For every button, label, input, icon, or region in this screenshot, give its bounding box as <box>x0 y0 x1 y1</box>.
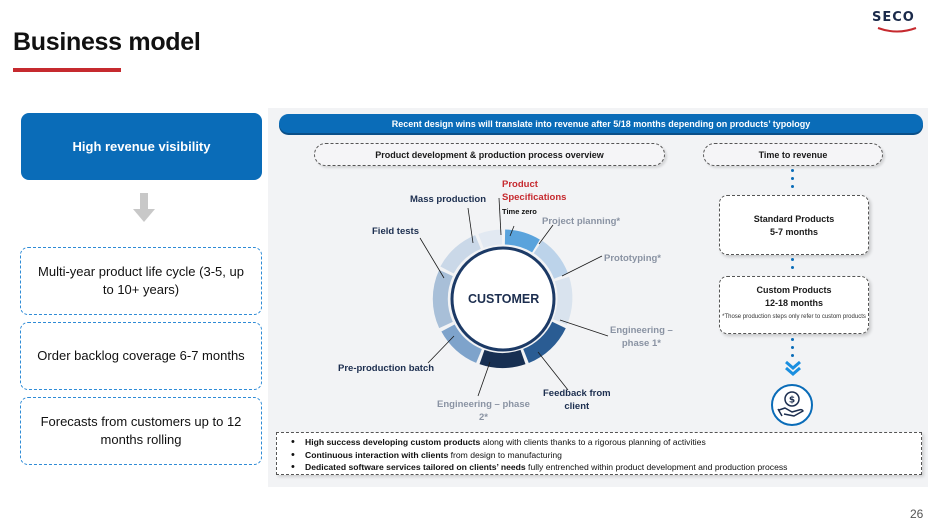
metric-box-forecasts: Forecasts from customers up to 12 months… <box>20 397 262 465</box>
dotted-connector <box>791 338 795 362</box>
step-pre-production-batch: Pre-production batch <box>338 363 435 374</box>
process-cycle-diagram: CUSTOMER Product Specifications Time zer… <box>268 168 718 428</box>
revenue-title: Time to revenue <box>758 149 828 160</box>
time-zero-label: Time zero <box>502 207 537 216</box>
highlight-label: High revenue visibility <box>72 139 211 154</box>
step-field-tests: Field tests <box>372 226 419 237</box>
metric-text: Forecasts from customers up to 12 months… <box>40 414 242 447</box>
page-title: Business model <box>13 28 201 56</box>
logo-swoosh-icon <box>877 27 917 33</box>
step-engineering-phase-2: Engineering – phase 2* <box>437 398 530 424</box>
seco-logo: SECO <box>872 10 922 34</box>
ring-segment-feedback <box>522 321 566 363</box>
card-title: Custom Products <box>756 285 832 295</box>
time-to-revenue-pill: Time to revenue <box>703 143 883 166</box>
process-title: Product development & production process… <box>375 149 604 160</box>
eng2-line2: 2* <box>478 412 488 423</box>
metric-text: Order backlog coverage 6-7 months <box>37 348 245 363</box>
metric-text: Multi-year product life cycle (3-5, up t… <box>38 264 244 297</box>
ring-segment-mass-production <box>440 235 482 274</box>
chevron-down-icon <box>785 360 801 376</box>
page-number: 26 <box>910 507 924 521</box>
bullet-item: Dedicated software services tailored on … <box>291 461 921 474</box>
customer-circle <box>450 246 556 352</box>
dotted-connector <box>791 169 795 193</box>
bullet-rest: along with clients thanks to a rigorous … <box>480 437 706 447</box>
card-duration: 12-18 months <box>764 298 824 308</box>
svg-text:$: $ <box>789 396 795 406</box>
feedback-line1: Feedback from <box>543 388 611 399</box>
ring-segment-prototyping <box>533 240 568 280</box>
banner-text: Recent design wins will translate into r… <box>391 118 811 129</box>
bullet-bold: Continuous interaction with clients <box>305 449 449 460</box>
standard-products-card: Standard Products 5-7 months <box>719 195 869 255</box>
ring-segment-preproduction <box>441 324 483 363</box>
card-duration: 5-7 months <box>769 227 818 237</box>
step-project-planning: Project planning* <box>542 216 621 227</box>
metric-box-backlog: Order backlog coverage 6-7 months <box>20 322 262 390</box>
customer-label: CUSTOMER <box>468 292 540 306</box>
custom-products-card: Custom Products 12-18 months *Those prod… <box>719 276 869 334</box>
bullet-bold: High success developing custom products <box>305 437 481 447</box>
ring-segment-eng1 <box>552 276 573 325</box>
ring-segment-field-tests <box>432 269 453 329</box>
eng1-line2: phase 1* <box>621 338 661 349</box>
dotted-connector <box>791 258 795 274</box>
process-overview-pill: Product development & production process… <box>314 143 665 166</box>
feedback-line2: client <box>564 401 590 412</box>
eng1-line1: Engineering – <box>610 325 673 336</box>
bullet-item: High success developing custom products … <box>291 436 921 449</box>
design-wins-banner: Recent design wins will translate into r… <box>279 114 923 133</box>
title-underline <box>13 68 121 72</box>
card-title: Standard Products <box>753 214 835 224</box>
ring-segment-spec <box>478 229 503 249</box>
down-arrow-icon <box>133 193 155 222</box>
custom-products-note: *Those production steps only refer to cu… <box>722 314 866 320</box>
ring-segment-eng2 <box>479 349 526 368</box>
step-mass-production: Mass production <box>410 194 487 205</box>
bullet-bold: Dedicated software services tailored on … <box>305 462 526 472</box>
logo-text: SECO <box>872 10 915 25</box>
bullet-item: Continuous interaction with clients from… <box>291 449 921 462</box>
metric-box-life-cycle: Multi-year product life cycle (3-5, up t… <box>20 247 262 315</box>
bullet-rest: fully entrenched within product developm… <box>525 462 788 472</box>
spec-line2: Specifications <box>502 192 567 203</box>
step-feedback-from-client: Feedback from client <box>543 387 611 413</box>
step-product-specifications: Product Specifications <box>502 178 566 204</box>
spec-line1: Product <box>502 179 538 190</box>
bullet-rest: from design to manufacturing <box>448 449 562 460</box>
ring-segment-planning <box>504 229 540 253</box>
step-prototyping: Prototyping* <box>604 253 661 264</box>
highlights-box: High success developing custom products … <box>276 432 922 475</box>
money-hand-icon: $ <box>771 384 813 426</box>
step-engineering-phase-1: Engineering – phase 1* <box>610 324 673 350</box>
cycle-ring <box>419 197 609 397</box>
high-revenue-visibility-box: High revenue visibility <box>21 113 262 180</box>
eng2-line1: Engineering – phase <box>437 399 530 410</box>
